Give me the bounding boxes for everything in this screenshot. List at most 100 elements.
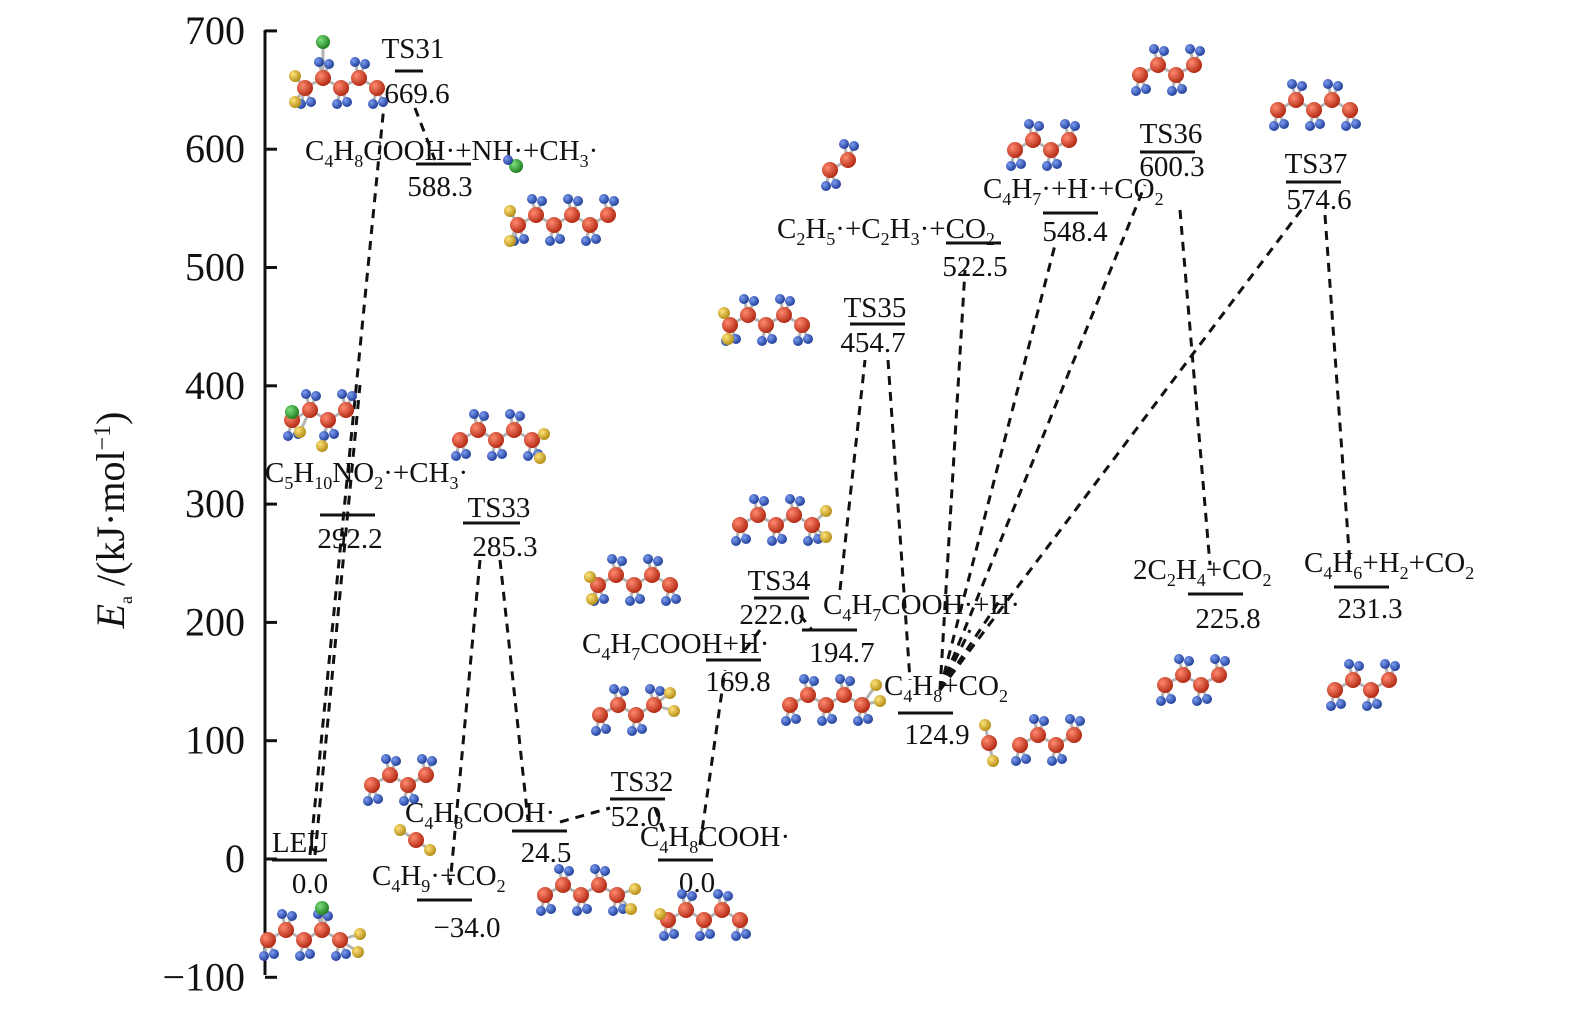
- label-ts32-value: 52.0: [611, 801, 662, 833]
- atom: [341, 949, 351, 959]
- atom: [350, 57, 360, 67]
- atom: [278, 922, 294, 938]
- atom: [822, 162, 838, 178]
- atom: [1156, 696, 1166, 706]
- y-tick-label: 100: [185, 718, 245, 763]
- atom: [1326, 701, 1336, 711]
- atom: [644, 567, 660, 583]
- atom: [332, 99, 342, 109]
- atom: [635, 594, 645, 604]
- label-ts32-name: TS32: [611, 766, 674, 798]
- atom: [1052, 159, 1062, 169]
- label-c4h7cooh-h-b-name: C4H7COOH·+H·: [823, 589, 1020, 625]
- atom: [786, 507, 802, 523]
- atom: [775, 294, 785, 304]
- atom: [591, 726, 601, 736]
- atom: [818, 697, 834, 713]
- molecule-co2-b: [979, 719, 999, 767]
- atom: [608, 567, 624, 583]
- atom: [352, 946, 364, 958]
- atom: [418, 767, 434, 783]
- atom: [820, 531, 832, 543]
- conn-c4h8-c4h7cooh-b: [938, 599, 1002, 691]
- atom: [659, 931, 669, 941]
- atom: [260, 932, 276, 948]
- atom: [1362, 701, 1372, 711]
- molecule-c4h8cooh-b: [654, 889, 751, 941]
- atom: [1150, 57, 1166, 73]
- atom: [785, 494, 795, 504]
- conn-c4h8-c2h5: [938, 269, 967, 691]
- atom: [836, 687, 852, 703]
- conn-ts32-c4h8cooh-b: [653, 807, 667, 836]
- molecule-ts34: [731, 494, 832, 546]
- atom: [1342, 102, 1358, 118]
- atom: [722, 333, 734, 345]
- label-c4h8cooh-nh-ch3-value: 588.3: [407, 171, 472, 203]
- atom: [259, 951, 269, 961]
- atom: [767, 536, 777, 546]
- atom: [497, 449, 507, 459]
- atom: [315, 70, 331, 86]
- atom: [777, 534, 787, 544]
- atom: [391, 756, 401, 766]
- y-tick-label: 700: [185, 8, 245, 53]
- atom: [749, 296, 759, 306]
- atom: [510, 217, 526, 233]
- atom: [289, 70, 301, 82]
- atom: [581, 236, 591, 246]
- y-axis-label: Ea /(kJ·mol−1): [88, 412, 136, 630]
- molecule-structures: [259, 35, 1400, 961]
- atom: [573, 887, 589, 903]
- atom: [515, 411, 525, 421]
- atom: [306, 97, 316, 107]
- conn-c4h8-ts37: [938, 204, 1307, 691]
- conn-ts36-c2h4: [1178, 209, 1212, 566]
- atom: [1157, 677, 1173, 693]
- atom: [1344, 659, 1354, 669]
- atom: [314, 57, 324, 67]
- atom: [757, 336, 767, 346]
- atom: [1354, 661, 1364, 671]
- atom: [662, 577, 678, 593]
- molecule-leu: [259, 901, 366, 961]
- atom: [671, 594, 681, 604]
- levels: [272, 69, 1389, 902]
- atom: [382, 767, 398, 783]
- label-c4h8cooh-name: C4H8COOH·: [405, 797, 555, 833]
- atom: [731, 334, 741, 344]
- atom: [269, 949, 279, 959]
- atom: [527, 194, 537, 204]
- atom: [1323, 79, 1333, 89]
- atom: [731, 931, 741, 941]
- atom: [1132, 67, 1148, 83]
- atom: [835, 674, 845, 684]
- atom: [409, 794, 419, 804]
- atom: [599, 194, 609, 204]
- atom: [1211, 667, 1227, 683]
- atom: [619, 686, 629, 696]
- y-tick-label: 0: [225, 836, 245, 881]
- atom: [295, 951, 305, 961]
- atom: [316, 440, 328, 452]
- atom: [1159, 46, 1169, 56]
- atom: [479, 411, 489, 421]
- atom: [731, 536, 741, 546]
- atom: [645, 684, 655, 694]
- atom: [608, 906, 618, 916]
- atom: [584, 571, 596, 583]
- atom: [332, 932, 348, 948]
- atom: [573, 196, 583, 206]
- atom: [555, 234, 565, 244]
- atom: [1202, 694, 1212, 704]
- y-tick-label: 500: [185, 245, 245, 290]
- atom: [469, 409, 479, 419]
- molecule-ts31: [289, 35, 388, 109]
- atom: [767, 334, 777, 344]
- atom: [718, 307, 730, 319]
- label-c5h10no2-name: C5H10NO2·+CH3·: [265, 457, 468, 493]
- atom: [572, 906, 582, 916]
- atom: [1306, 102, 1322, 118]
- molecule-c4h9-co2: [363, 754, 437, 806]
- atom: [817, 716, 827, 726]
